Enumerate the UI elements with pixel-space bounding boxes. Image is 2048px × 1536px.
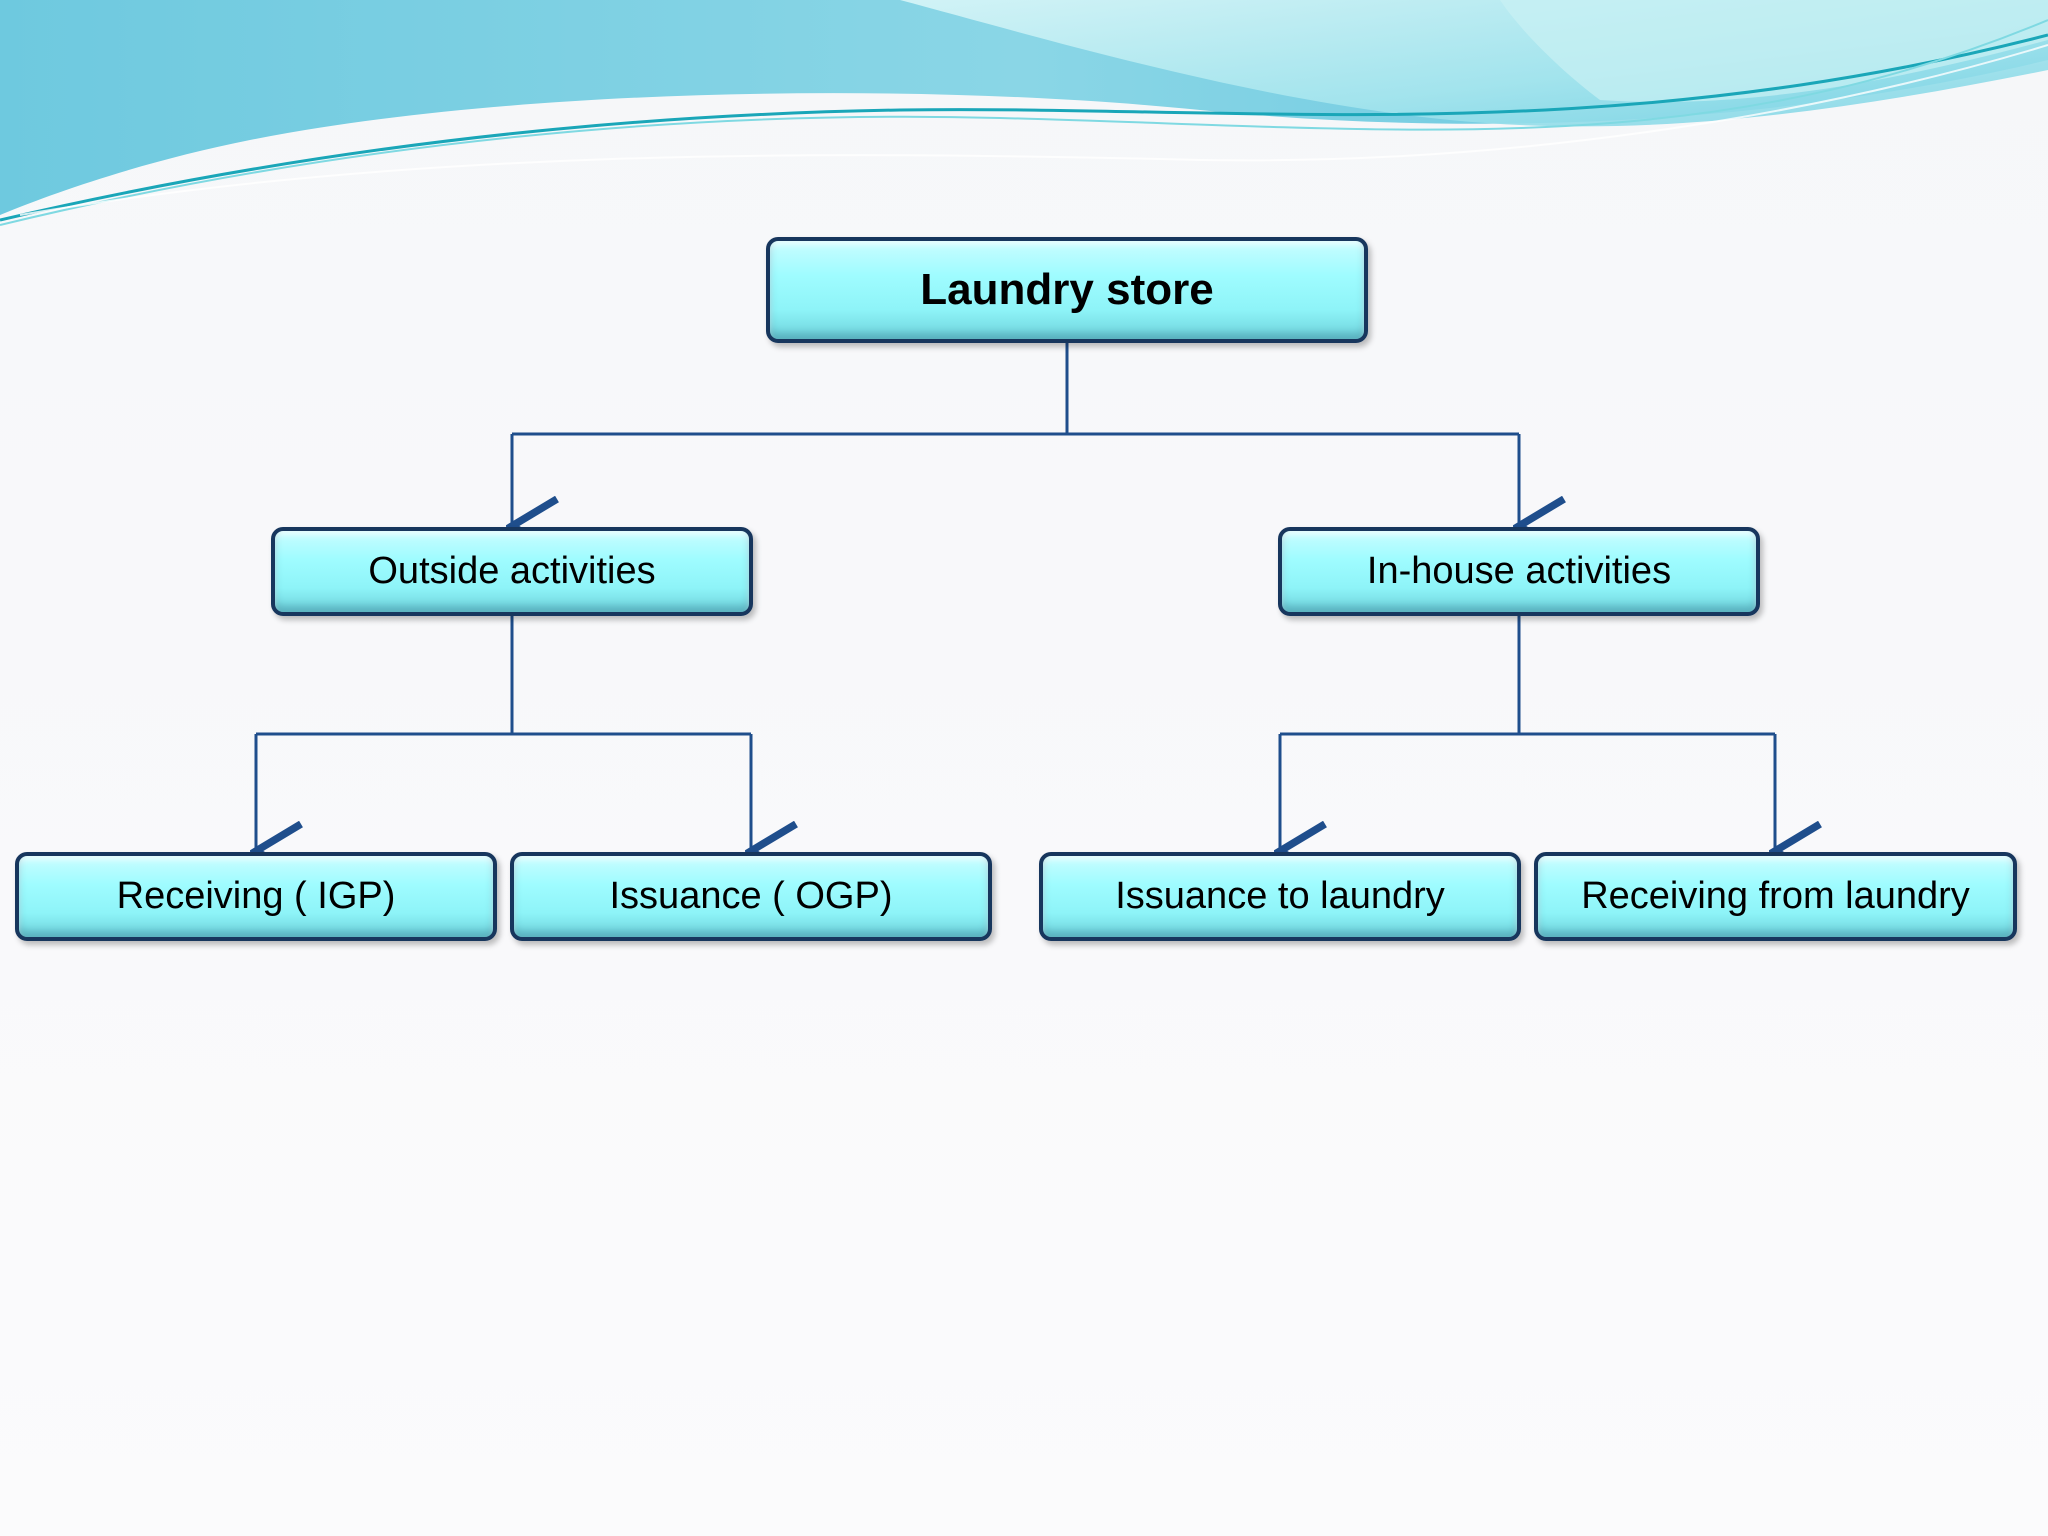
node-label: Outside activities: [368, 550, 656, 592]
node-receiving-from-laundry: Receiving from laundry: [1534, 852, 2017, 941]
node-laundry-store: Laundry store: [766, 237, 1368, 343]
node-receiving-igp: Receiving ( IGP): [15, 852, 497, 941]
node-issuance-to-laundry: Issuance to laundry: [1039, 852, 1521, 941]
node-label: Receiving from laundry: [1581, 875, 1970, 917]
node-label: Issuance ( OGP): [609, 875, 893, 917]
node-label: Laundry store: [920, 265, 1214, 314]
node-label: Receiving ( IGP): [116, 875, 396, 917]
node-label: In-house activities: [1366, 550, 1672, 592]
node-issuance-ogp: Issuance ( OGP): [510, 852, 992, 941]
node-label: Issuance to laundry: [1115, 875, 1445, 917]
decorative-wave-banner: [0, 0, 2048, 226]
node-outside-activities: Outside activities: [271, 527, 753, 616]
node-in-house-activities: In-house activities: [1278, 527, 1760, 616]
